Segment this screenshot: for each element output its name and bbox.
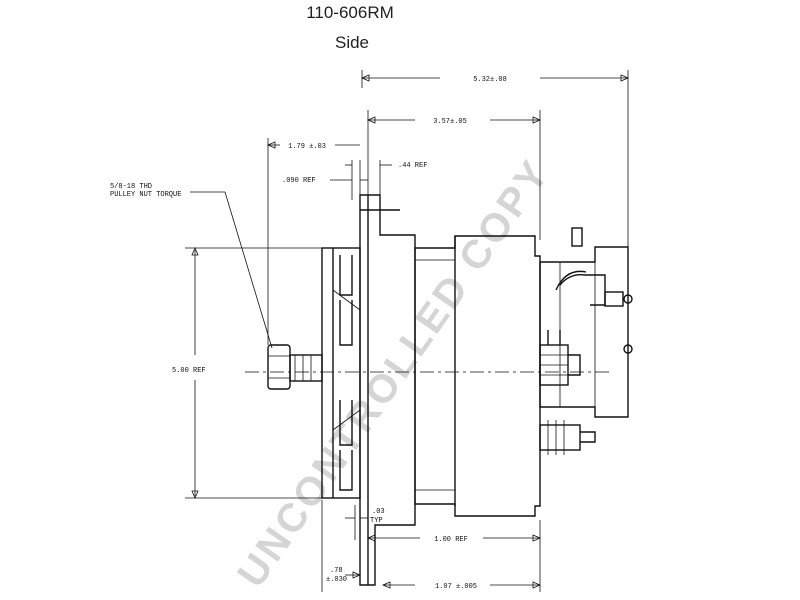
- dimension-ref-100: 1.00 REF: [366, 534, 542, 544]
- overall-length-label: 5.32±.08: [473, 76, 507, 84]
- watermark-text: UNCONTROLLED COPY: [229, 151, 558, 595]
- front-housing: [359, 194, 416, 586]
- dimension-typ: .03 TYP: [345, 505, 385, 540]
- ground-stud: [539, 420, 596, 455]
- pulley-note-line2: PULLEY NUT TORQUE: [110, 191, 181, 199]
- dimension-overall-length: 5.32±.08: [360, 70, 630, 260]
- pulley-note-line1: 5/8-18 THD: [110, 183, 152, 191]
- dimension-ref-small: .44 REF .090 REF: [282, 160, 427, 200]
- dimension-flange: .78 ±.030: [321, 500, 362, 592]
- ref-100-label: 1.00 REF: [434, 536, 468, 544]
- regulator-terminal: [555, 227, 633, 354]
- ref-44-label: .44 REF: [398, 162, 427, 170]
- rear-housing: [539, 246, 629, 418]
- body-length-label: 3.57±.05: [433, 118, 467, 126]
- flange-value-label: .78: [330, 567, 343, 575]
- typ-value-label: .03: [372, 508, 385, 516]
- height-ref-label: 5.00 REF: [172, 367, 206, 375]
- stator-body: [414, 235, 541, 517]
- view-name-subtitle: Side: [335, 33, 369, 52]
- pulley-note: 5/8-18 THD PULLEY NUT TORQUE: [110, 183, 273, 349]
- ref-090-label: .090 REF: [282, 177, 316, 185]
- part-number-title: 110-606RM: [306, 3, 394, 22]
- dimension-pulley-offset: 1.79 ±.03: [266, 138, 360, 345]
- pulley-nut: [267, 344, 323, 390]
- typ-label: TYP: [370, 517, 383, 525]
- output-stud: [539, 330, 581, 386]
- dimension-height: 5.00 REF: [172, 246, 330, 500]
- dimension-mount: 1.07 ±.005: [381, 520, 542, 592]
- flange-tol-label: ±.030: [326, 576, 347, 584]
- mount-dim-label: 1.07 ±.005: [435, 583, 477, 591]
- dimension-body-length: 3.57±.05: [366, 110, 542, 240]
- pulley-offset-label: 1.79 ±.03: [288, 143, 326, 151]
